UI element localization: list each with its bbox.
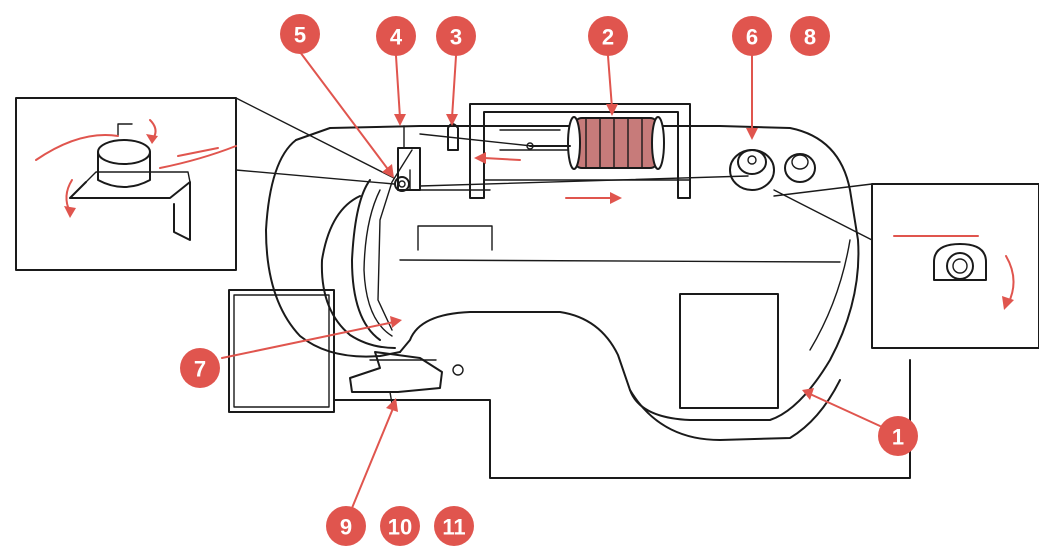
thread-guide-3 xyxy=(447,123,459,151)
callout-9: 9 xyxy=(326,506,366,546)
svg-text:3: 3 xyxy=(450,25,462,50)
svg-text:1: 1 xyxy=(892,425,904,450)
svg-text:7: 7 xyxy=(194,357,206,382)
callout-11: 11 xyxy=(434,506,474,546)
direction-arrows xyxy=(474,152,622,204)
machine-body xyxy=(265,125,860,441)
bobbin-winder xyxy=(729,149,816,191)
tension-dial-5 xyxy=(394,176,410,192)
svg-text:9: 9 xyxy=(340,515,352,540)
callout-5: 5 xyxy=(280,14,320,54)
svg-text:11: 11 xyxy=(442,515,465,540)
callout-leaders xyxy=(221,51,881,509)
callout-6: 6 xyxy=(732,16,772,56)
svg-text:8: 8 xyxy=(804,25,816,50)
callout-2: 2 xyxy=(588,16,628,56)
callout-10: 10 xyxy=(380,506,420,546)
svg-text:10: 10 xyxy=(388,515,412,540)
detail-inset-left xyxy=(15,97,395,271)
svg-text:6: 6 xyxy=(746,25,758,50)
svg-text:5: 5 xyxy=(294,23,306,48)
callout-8: 8 xyxy=(790,16,830,56)
thread-spool xyxy=(526,116,665,170)
svg-text:2: 2 xyxy=(602,25,614,50)
spool-holder xyxy=(469,103,691,199)
svg-text:4: 4 xyxy=(390,25,403,50)
detail-inset-right xyxy=(773,183,1039,349)
callout-7: 7 xyxy=(180,348,220,388)
callout-4: 4 xyxy=(376,16,416,56)
callout-3: 3 xyxy=(436,16,476,56)
machine-base xyxy=(228,289,911,479)
thread-guide-4 xyxy=(397,125,421,191)
thread-path xyxy=(377,133,749,331)
callout-1: 1 xyxy=(878,416,918,456)
